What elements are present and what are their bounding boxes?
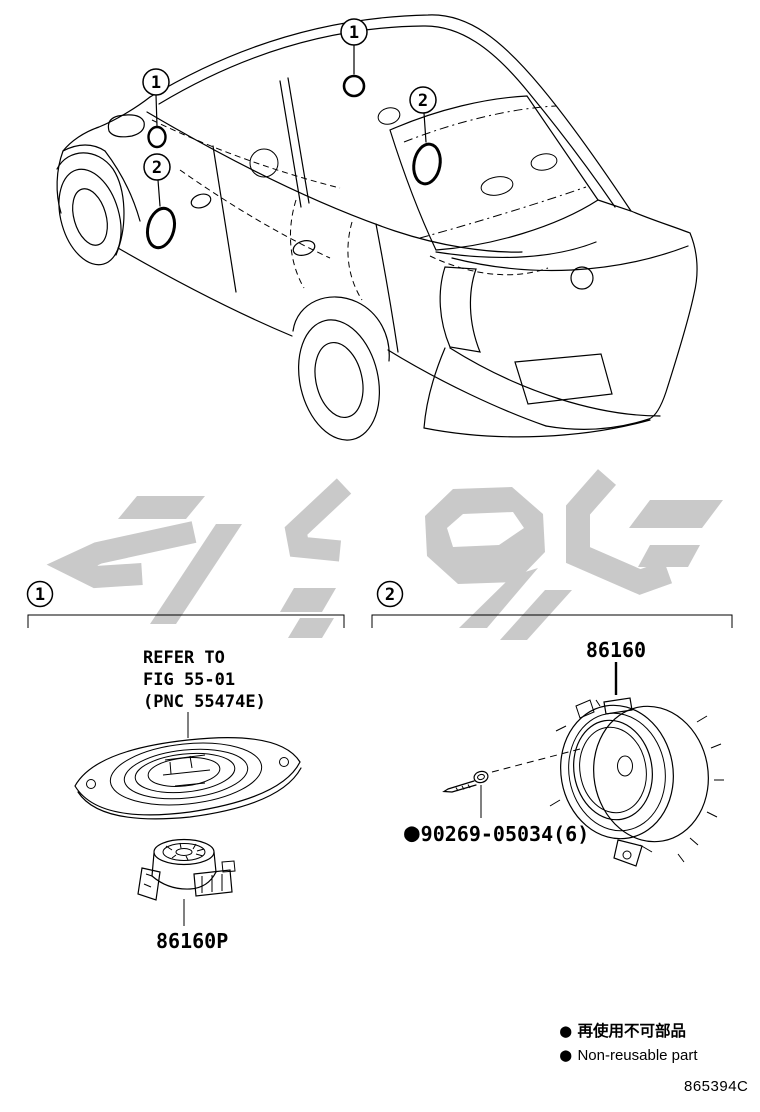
speaker-port-hole — [617, 755, 633, 777]
part-number-90269[interactable]: ●90269-05034(6) — [404, 818, 589, 848]
legend-item-cjk: ●再使用不可部品 — [560, 1020, 686, 1042]
speaker-location-marker — [342, 74, 366, 98]
door-speaker-drawing — [549, 697, 724, 867]
rear-deck-grille — [530, 153, 558, 171]
screw-drawing — [442, 770, 489, 793]
instrument-cluster — [249, 148, 279, 178]
callout-right-door-speaker: 2 — [409, 86, 442, 186]
legend: ●再使用不可部品 ●Non-reusable part 865394C — [560, 1020, 748, 1095]
refer-note-line-1: REFER TO — [143, 648, 225, 668]
section-number: 1 — [35, 585, 45, 605]
speaker-location-marker — [147, 125, 167, 149]
callout-right-tweeter: 1 — [340, 18, 368, 98]
mounting-boss — [603, 697, 633, 715]
section-2-header-badge[interactable]: 2 — [376, 580, 404, 608]
dash-vent — [377, 107, 401, 125]
section-2-bracket — [371, 614, 733, 628]
license-plate-recess — [514, 353, 613, 405]
refer-note-line-3: (PNC 55474E) — [143, 692, 266, 712]
maker-emblem — [570, 266, 594, 290]
callout-badge-1-left[interactable]: 1 — [142, 68, 170, 96]
callout-badge-1-right[interactable]: 1 — [340, 18, 368, 46]
refer-note-line-2: FIG 55-01 — [143, 670, 235, 690]
non-reusable-marker: ● — [560, 1044, 572, 1066]
callout-badge-2-right[interactable]: 2 — [409, 86, 437, 114]
alignment-dashed-line — [491, 748, 581, 773]
section-1-header-badge[interactable]: 1 — [26, 580, 54, 608]
car-wireframe: 1 2 1 2 — [56, 14, 698, 441]
part-number-86160P[interactable]: 86160P — [156, 929, 228, 953]
watermark-logo — [46, 469, 723, 640]
tweeter-speaker-drawing — [137, 838, 236, 926]
figure-doc-code: 865394C — [684, 1078, 748, 1095]
oval-speaker-grille-drawing — [74, 737, 302, 820]
section-2: 2 86160 ●90269-05034(6) — [371, 580, 733, 867]
taillight — [439, 266, 481, 353]
speaker-location-marker — [145, 206, 177, 250]
section-1: 1 REFER TO FIG 55-01 (PNC 55474E) — [26, 580, 345, 953]
section-1-bracket — [27, 614, 345, 628]
rear-deck-grille — [480, 176, 514, 196]
non-reusable-marker: ● — [560, 1020, 572, 1042]
car-interior-lines — [151, 105, 587, 301]
mounting-tab — [613, 839, 643, 867]
part-number-86160[interactable]: 86160 — [586, 638, 646, 662]
callout-number: 1 — [151, 73, 161, 93]
callout-left-tweeter: 1 — [142, 68, 170, 149]
car-outline — [56, 14, 698, 441]
legend-item-en: ●Non-reusable part — [560, 1044, 698, 1066]
callout-number: 2 — [418, 91, 428, 111]
callout-badge-2-left[interactable]: 2 — [143, 153, 171, 181]
section-number: 2 — [385, 585, 395, 605]
speaker-location-marker — [412, 142, 442, 186]
callout-number: 1 — [349, 23, 359, 43]
callout-number: 2 — [152, 158, 162, 178]
callout-left-door-speaker: 2 — [143, 153, 177, 250]
non-reusable-marker: ● — [404, 818, 420, 848]
